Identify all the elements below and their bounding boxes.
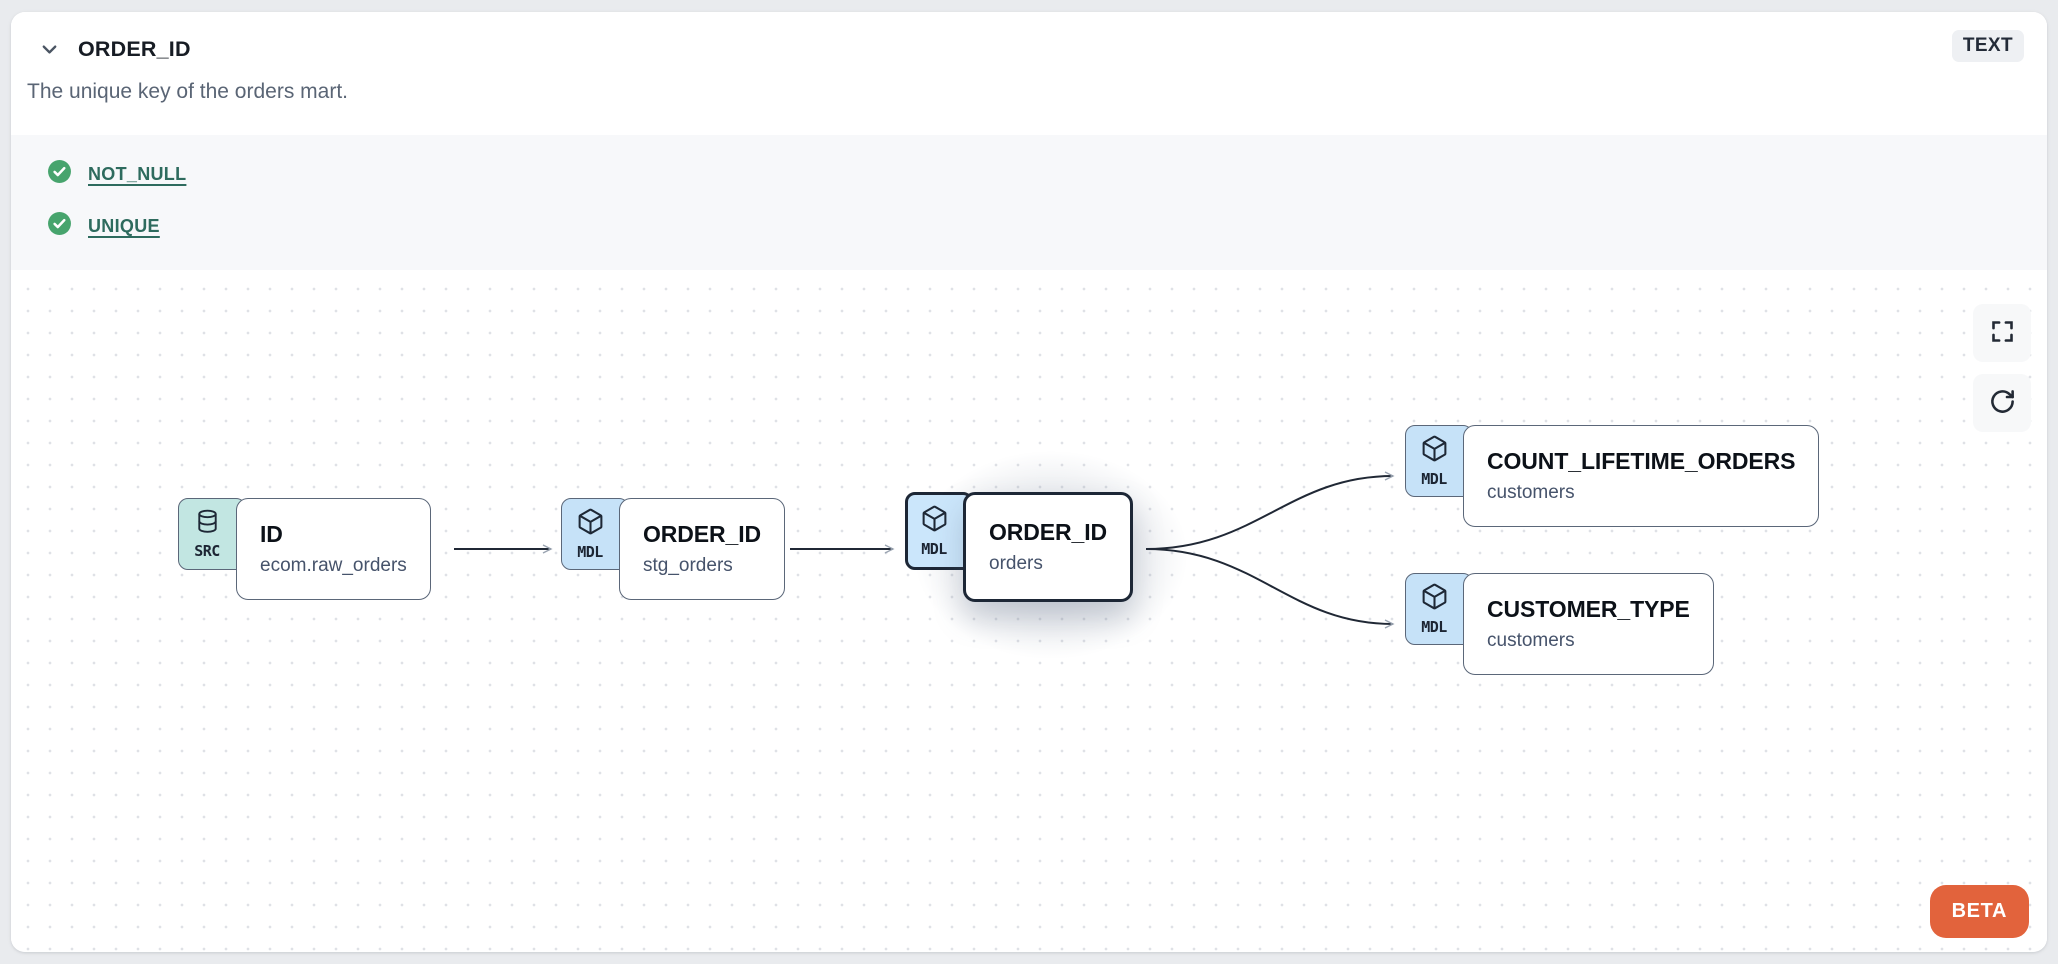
column-description: The unique key of the orders mart. xyxy=(27,80,348,103)
node-card: CUSTOMER_TYPE customers xyxy=(1463,573,1714,675)
check-circle-icon xyxy=(47,159,72,189)
node-badge-label: MDL xyxy=(1421,470,1447,488)
refresh-icon xyxy=(1989,388,2016,418)
node-subtitle: ecom.raw_orders xyxy=(260,555,407,576)
node-badge-label: MDL xyxy=(577,543,603,561)
node-badge-mdl: MDL xyxy=(561,498,629,570)
node-title: ORDER_ID xyxy=(989,519,1108,545)
node-badge-mdl: MDL xyxy=(1405,425,1473,497)
node-subtitle: stg_orders xyxy=(643,555,733,576)
cube-icon xyxy=(1420,434,1449,468)
node-title: CUSTOMER_TYPE xyxy=(1487,596,1690,622)
lineage-edges xyxy=(454,471,1395,629)
node-title: ID xyxy=(260,521,283,547)
test-row-not-null: NOT_NULL xyxy=(47,154,2023,194)
node-badge-label: MDL xyxy=(1421,618,1447,636)
column-details-card: ORDER_ID TEXT The unique key of the orde… xyxy=(11,12,2047,952)
lineage-node-order-id-stg-orders[interactable]: MDL ORDER_ID stg_orders xyxy=(561,498,786,600)
node-badge-label: SRC xyxy=(194,542,220,560)
beta-badge: BETA xyxy=(1929,885,2029,938)
node-subtitle: customers xyxy=(1487,630,1575,651)
edge-orders-to-customer-type xyxy=(1145,548,1395,629)
node-card: ORDER_ID orders xyxy=(963,492,1134,602)
lineage-node-customer-type[interactable]: MDL CUSTOMER_TYPE customers xyxy=(1405,573,1714,675)
node-subtitle: customers xyxy=(1487,482,1575,503)
refresh-button[interactable] xyxy=(1973,374,2031,432)
node-title: ORDER_ID xyxy=(643,521,762,547)
tests-section: NOT_NULL UNIQUE xyxy=(11,135,2047,270)
edge-orders-to-count-lifetime-orders xyxy=(1145,471,1395,550)
chevron-down-icon[interactable] xyxy=(37,38,61,62)
node-card: ORDER_ID stg_orders xyxy=(619,498,786,600)
node-subtitle: orders xyxy=(989,553,1043,574)
database-icon xyxy=(194,508,221,540)
lineage-node-id-ecom-raw-orders[interactable]: SRC ID ecom.raw_orders xyxy=(178,498,431,600)
fullscreen-icon xyxy=(1989,318,2016,348)
cube-icon xyxy=(576,507,605,541)
lineage-node-count-lifetime-orders[interactable]: MDL COUNT_LIFETIME_ORDERS customers xyxy=(1405,425,1820,527)
check-circle-icon xyxy=(47,211,72,241)
node-badge-mdl: MDL xyxy=(1405,573,1473,645)
node-badge-label: MDL xyxy=(921,540,947,558)
node-badge-src: SRC xyxy=(178,498,246,570)
column-type-badge: TEXT xyxy=(1951,30,2024,62)
node-card: COUNT_LIFETIME_ORDERS customers xyxy=(1463,425,1820,527)
cube-icon xyxy=(1420,582,1449,616)
test-link-not-null[interactable]: NOT_NULL xyxy=(88,163,187,184)
canvas-controls xyxy=(1973,304,2031,432)
node-card: ID ecom.raw_orders xyxy=(236,498,431,600)
fullscreen-button[interactable] xyxy=(1973,304,2031,362)
test-link-unique[interactable]: UNIQUE xyxy=(88,215,160,236)
column-title: ORDER_ID xyxy=(78,37,191,61)
lineage-canvas[interactable]: SRC ID ecom.raw_orders MDL ORDER_ID stg_… xyxy=(11,270,2047,952)
cube-icon xyxy=(920,504,949,538)
test-row-unique: UNIQUE xyxy=(47,206,2023,246)
node-title: COUNT_LIFETIME_ORDERS xyxy=(1487,448,1796,474)
lineage-node-order-id-orders[interactable]: MDL ORDER_ID orders xyxy=(905,492,1134,602)
card-header: ORDER_ID TEXT The unique key of the orde… xyxy=(11,12,2047,135)
